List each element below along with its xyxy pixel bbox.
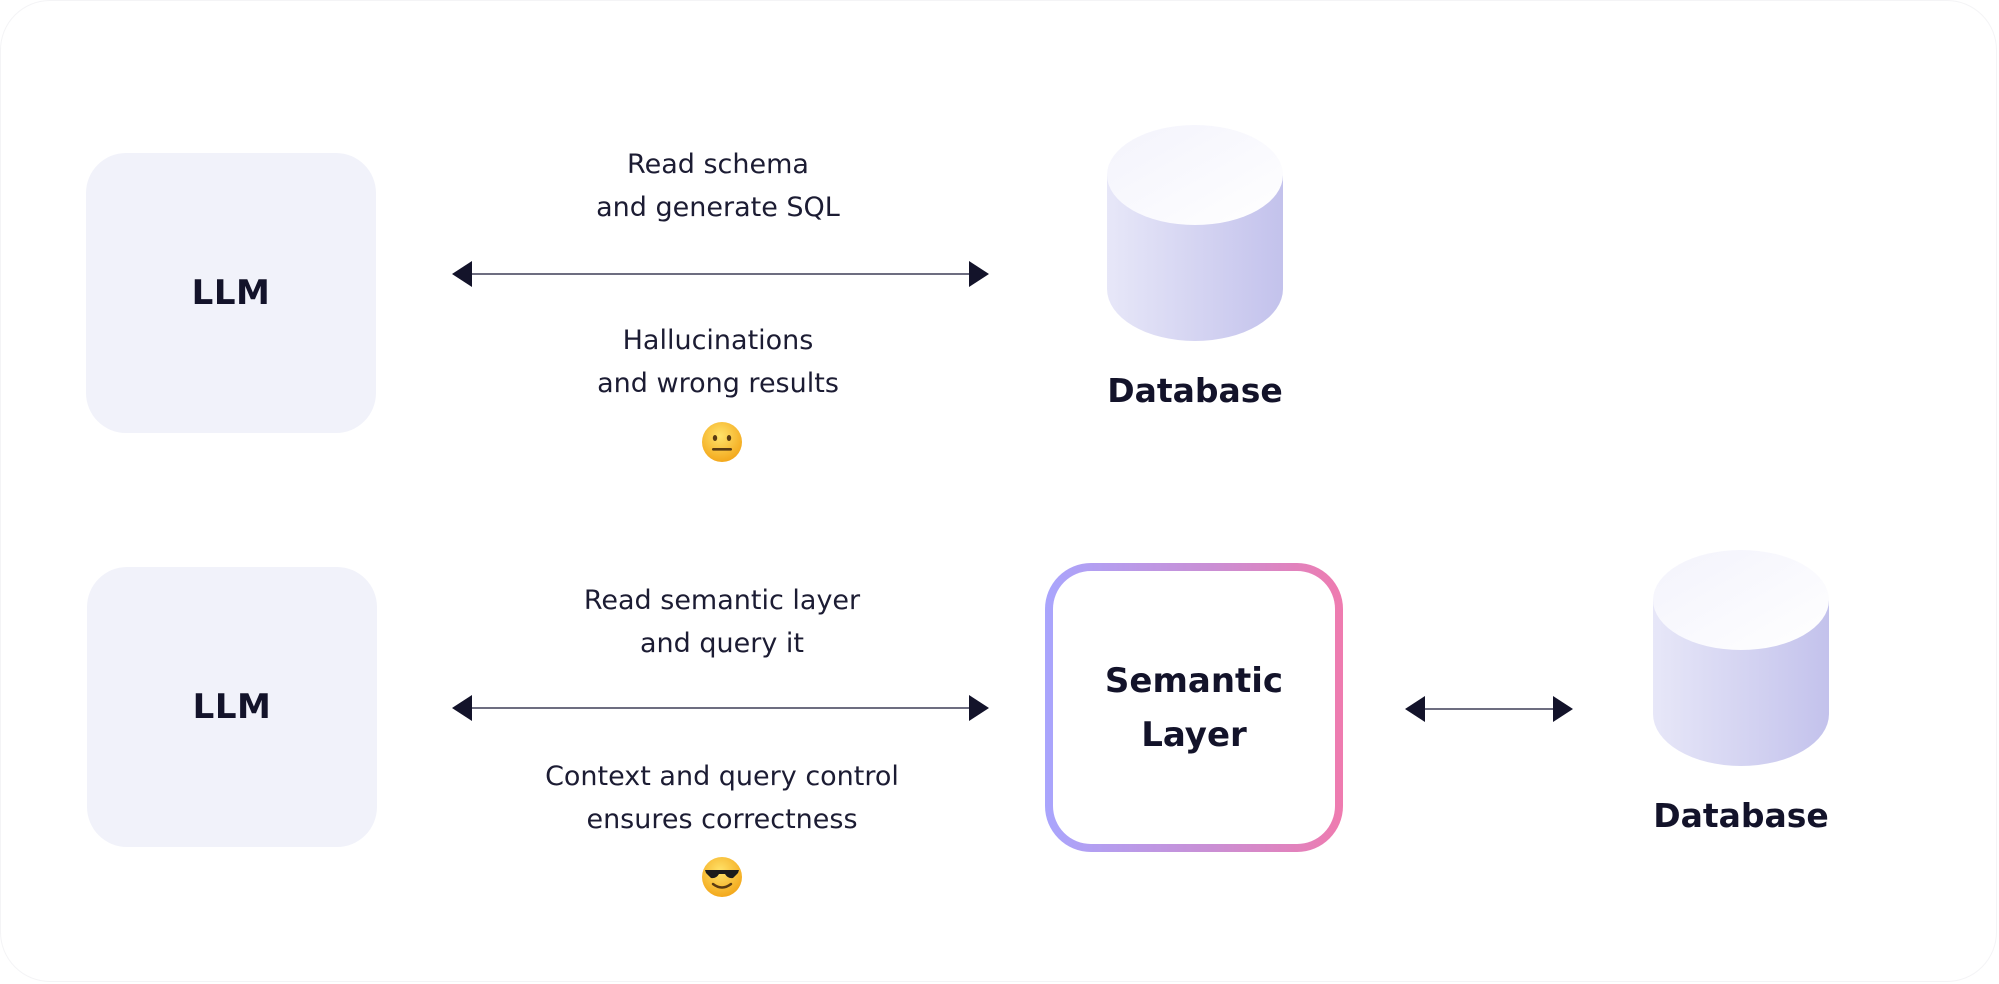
- caption-top-row1: Read schema and generate SQL: [438, 143, 998, 229]
- caption-line: Context and query control: [545, 761, 899, 792]
- semantic-layer-label-line2: Layer: [1141, 714, 1247, 755]
- semantic-layer-label-line1: Semantic: [1104, 660, 1284, 701]
- database-label-row2: Database: [1653, 796, 1829, 835]
- llm-box-row1: LLM: [86, 153, 376, 433]
- llm-label: LLM: [192, 687, 272, 727]
- caption-bottom-row2: Context and query control ensures correc…: [442, 755, 1002, 841]
- semantic-layer-inner: Semantic Layer: [1053, 571, 1335, 844]
- arrowhead-left-icon: [1405, 696, 1425, 722]
- neutral-face-icon: [702, 422, 742, 462]
- llm-box-row2: LLM: [87, 567, 377, 847]
- caption-line: and query it: [640, 628, 804, 659]
- bidirectional-arrow-row2: [452, 695, 989, 721]
- arrowhead-right-icon: [1553, 696, 1573, 722]
- semantic-layer-box: Semantic Layer: [1045, 563, 1343, 852]
- bidirectional-arrow-row1: [452, 261, 989, 287]
- arrowhead-left-icon: [452, 261, 472, 287]
- llm-label: LLM: [191, 273, 271, 313]
- caption-line: Hallucinations: [622, 325, 814, 356]
- database-cylinder-icon-row2: [1653, 550, 1829, 766]
- caption-line: and generate SQL: [596, 192, 840, 223]
- caption-line: Read schema: [627, 149, 809, 180]
- arrowhead-right-icon: [969, 695, 989, 721]
- database-label-row1: Database: [1107, 371, 1283, 410]
- caption-line: Read semantic layer: [583, 585, 861, 616]
- caption-line: ensures correctness: [586, 804, 858, 835]
- caption-line: and wrong results: [597, 368, 839, 399]
- database-cylinder-icon-row1: [1107, 125, 1283, 341]
- sunglasses-face-icon: [702, 857, 742, 897]
- caption-bottom-row1: Hallucinations and wrong results: [438, 319, 998, 405]
- arrowhead-right-icon: [969, 261, 989, 287]
- caption-top-row2: Read semantic layer and query it: [442, 579, 1002, 665]
- bidirectional-arrow-semantic-to-database: [1405, 696, 1573, 722]
- arrowhead-left-icon: [452, 695, 472, 721]
